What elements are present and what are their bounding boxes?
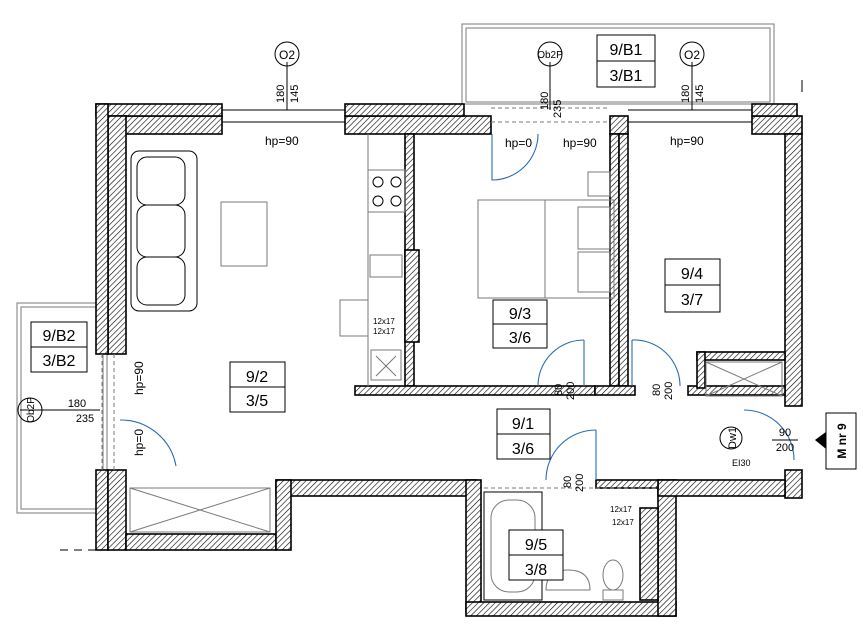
vent-label: 12x17 [612, 518, 634, 527]
window-tag-circle [17, 397, 43, 423]
balcony-number: 9/B1 [610, 42, 643, 59]
entrance-door-tag: Dw1 [727, 427, 739, 449]
window-height-label: 235 [76, 413, 94, 425]
room-label-9-5: 9/5 3/8 [508, 529, 564, 581]
room-code: 3/5 [246, 393, 268, 410]
wardrobes [129, 361, 783, 533]
door-width-label: 80 [651, 384, 663, 396]
door-height-label: 200 [776, 442, 794, 454]
window-sill-label: hp=90 [563, 136, 597, 150]
window-height-label: 145 [289, 85, 301, 103]
window-height-label: 145 [694, 85, 706, 103]
room-code: 3/8 [525, 562, 547, 579]
window-sill-label: hp=90 [265, 134, 299, 148]
balcony-number: 9/B2 [43, 328, 76, 345]
room-number: 9/1 [512, 416, 534, 433]
kitchen-counter [339, 134, 420, 386]
window-width-label: 180 [275, 85, 287, 103]
balcony-label-b1: 9/B1 3/B1 [596, 34, 656, 88]
room-code: 3/6 [509, 330, 531, 347]
window-tag-label: Ob2P [537, 50, 563, 61]
window-height-label: 235 [552, 100, 564, 118]
window-sill-label: hp=90 [670, 134, 704, 148]
fire-rating-label: EI30 [732, 458, 751, 468]
room-number: 9/2 [246, 369, 268, 386]
vent-label: 12x17 [373, 317, 395, 326]
door-height-label: 200 [663, 382, 675, 400]
balcony-b1 [461, 23, 775, 105]
double-bed [477, 171, 615, 299]
window-width-label: 180 [539, 92, 551, 110]
room-code: 3/6 [512, 441, 534, 458]
window-tag-label: Ob2P [26, 397, 37, 423]
window-sill-label: hp=0 [505, 136, 532, 150]
room-label-9-3: 9/3 3/6 [492, 299, 548, 349]
room-label-9-4: 9/4 3/7 [664, 258, 721, 313]
coffee-table [220, 201, 268, 267]
window-tag-circle [679, 41, 705, 67]
door-width-label: 80 [562, 476, 574, 488]
windows [101, 107, 752, 470]
sofa [130, 150, 198, 312]
door-width-label: 80 [553, 384, 565, 396]
vent-label: 12x17 [373, 327, 395, 336]
balcony-code: 3/B2 [43, 353, 76, 370]
room-label-9-1: 9/1 3/6 [496, 408, 551, 460]
balcony-b2 [16, 302, 108, 514]
walls [95, 103, 803, 617]
apartment-number-label: M nr 9 [835, 423, 849, 459]
window-tag-label: O2 [684, 48, 700, 62]
door-height-label: 200 [574, 474, 586, 492]
window-width-label: 180 [68, 398, 86, 410]
room-number: 9/5 [525, 537, 547, 554]
balcony-label-b2: 9/B2 3/B2 [30, 321, 88, 373]
balcony-code: 3/B1 [610, 68, 643, 85]
room-number: 9/4 [681, 266, 703, 283]
window-tag-circle [274, 41, 300, 67]
room-code: 3/7 [681, 292, 703, 309]
door-width-label: 90 [779, 427, 791, 439]
window-sill-label: hp=0 [132, 429, 146, 456]
apartment-tag-box [825, 412, 857, 470]
window-dimension-lines [20, 62, 693, 411]
window-tag-circle [537, 41, 563, 67]
room-number: 9/3 [509, 306, 531, 323]
window-sill-label: hp=90 [132, 361, 146, 395]
door-swings [119, 133, 795, 481]
room-label-9-2: 9/2 3/5 [229, 361, 286, 413]
door-height-label: 200 [565, 382, 577, 400]
window-tag-label: O2 [279, 48, 295, 62]
door-tag-circle [719, 426, 743, 450]
vent-label: 12x17 [610, 505, 632, 514]
window-width-label: 180 [680, 85, 692, 103]
